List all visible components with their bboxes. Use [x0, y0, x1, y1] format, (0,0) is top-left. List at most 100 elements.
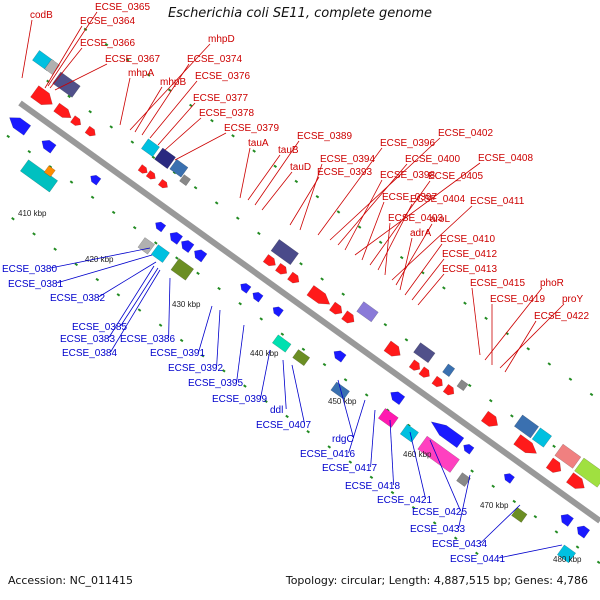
- tick-mark: [364, 393, 369, 397]
- reverse-gene-arrow: [155, 221, 167, 233]
- tick-mark: [67, 94, 71, 99]
- forward-gene-arrow: [70, 115, 82, 126]
- forward-gene-label: ECSE_0397: [382, 192, 437, 203]
- forward-gene-label: ECSE_0408: [478, 153, 533, 164]
- reverse-gene-label: ECSE_0385: [72, 322, 127, 333]
- tick-mark: [315, 194, 320, 199]
- forward-gene-arrow: [84, 125, 96, 137]
- reverse-label-leader: [56, 254, 153, 284]
- forward-gene-label: ECSE_0402: [438, 128, 493, 139]
- reverse-gene-arrow: [169, 231, 184, 245]
- reverse-label-leader: [216, 309, 221, 368]
- reverse-gene-arrow: [272, 306, 284, 318]
- forward-label-leader: [329, 137, 441, 241]
- forward-label-leader: [44, 25, 83, 89]
- tick-mark: [306, 429, 310, 434]
- forward-label-leader: [354, 162, 481, 256]
- tick-mark: [411, 506, 416, 510]
- forward-gene-arrow: [545, 457, 562, 473]
- forward-label-leader: [21, 19, 33, 79]
- protein-domain-block: [140, 138, 160, 158]
- forward-gene-label: mhpA: [128, 68, 154, 79]
- reverse-gene-arrow: [576, 525, 591, 539]
- tick-mark: [442, 286, 446, 290]
- forward-label-leader: [149, 80, 198, 139]
- tick-mark: [383, 322, 388, 327]
- tick-mark: [320, 277, 324, 281]
- reverse-gene-arrow: [9, 117, 32, 136]
- reverse-label-leader: [236, 324, 245, 383]
- tick-mark: [130, 140, 135, 144]
- reverse-label-leader: [389, 419, 394, 486]
- tick-mark: [554, 530, 559, 534]
- reverse-gene-arrow: [333, 350, 347, 363]
- reverse-gene-label: ECSE_0380: [2, 264, 57, 275]
- reverse-gene-label: ECSE_0384: [62, 348, 117, 359]
- tick-mark: [200, 353, 205, 358]
- reverse-label-leader: [429, 439, 461, 512]
- forward-gene-arrow: [306, 285, 331, 305]
- tick-mark: [231, 134, 235, 138]
- tick-mark: [222, 369, 226, 373]
- forward-gene-label: ECSE_0367: [105, 54, 160, 65]
- protein-domain-block: [377, 408, 399, 428]
- reverse-label-leader: [168, 277, 171, 339]
- tick-mark: [552, 444, 556, 449]
- tick-mark: [252, 149, 256, 153]
- tick-mark: [53, 247, 57, 251]
- protein-domain-block: [574, 457, 600, 488]
- tick-mark: [69, 180, 74, 184]
- forward-gene-arrow: [145, 170, 156, 180]
- forward-gene-arrow: [431, 375, 443, 388]
- reverse-gene-arrow: [503, 473, 515, 484]
- protein-domain-block: [399, 423, 419, 443]
- tick-mark: [27, 149, 32, 154]
- forward-gene-arrow: [341, 310, 355, 324]
- kbp-tick-label: 480 kbp: [553, 555, 582, 564]
- protein-domain-block: [356, 301, 379, 323]
- forward-gene-label: ECSE_0377: [193, 93, 248, 104]
- forward-gene-arrow: [137, 164, 148, 174]
- reverse-label-leader: [282, 359, 287, 410]
- protein-domain-block: [43, 165, 56, 178]
- forward-gene-label: mhpD: [208, 34, 235, 45]
- reverse-label-leader: [291, 364, 305, 425]
- forward-gene-label: ECSE_0389: [297, 131, 352, 142]
- forward-gene-label: tauD: [290, 162, 311, 173]
- tick-mark: [357, 225, 362, 229]
- reverse-gene-arrow: [41, 139, 57, 154]
- reverse-label-leader: [409, 431, 426, 500]
- forward-gene-label: ECSE_0400: [405, 154, 460, 165]
- reverse-gene-label: ECSE_0399: [212, 394, 267, 405]
- forward-label-leader: [404, 243, 443, 296]
- tick-mark: [125, 58, 130, 62]
- reverse-label-leader: [260, 349, 271, 399]
- tick-mark: [74, 262, 79, 267]
- tick-mark: [257, 231, 261, 236]
- protein-domain-block: [456, 379, 469, 392]
- forward-label-leader: [141, 63, 190, 136]
- reverse-label-leader: [110, 269, 161, 353]
- forward-gene-arrow: [383, 340, 401, 357]
- forward-label-leader: [247, 154, 281, 201]
- tick-mark: [214, 201, 219, 205]
- protein-domain-block: [556, 544, 577, 564]
- reverse-gene-arrow: [463, 444, 475, 455]
- reverse-gene-label: ECSE_0421: [377, 495, 432, 506]
- forward-label-leader: [299, 163, 323, 231]
- forward-label-leader: [337, 163, 408, 246]
- reverse-gene-label: rdgC: [332, 434, 354, 445]
- forward-gene-arrow: [513, 434, 537, 454]
- protein-domain-block: [179, 174, 191, 187]
- forward-gene-label: ECSE_0411: [470, 196, 525, 207]
- forward-label-leader: [119, 77, 131, 126]
- tick-mark: [154, 241, 158, 245]
- tick-mark: [111, 210, 116, 215]
- tick-mark: [175, 256, 179, 260]
- protein-domain-block: [44, 58, 61, 76]
- tick-mark: [475, 551, 479, 556]
- reverse-gene-label: ECSE_0434: [432, 539, 487, 550]
- reverse-label-leader: [348, 399, 366, 454]
- forward-label-leader: [157, 102, 196, 146]
